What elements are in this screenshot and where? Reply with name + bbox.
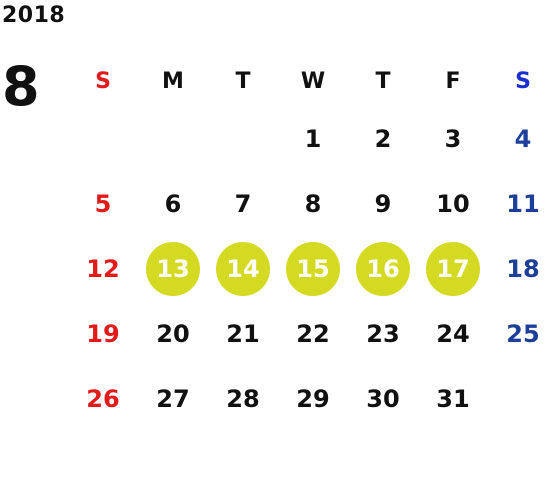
calendar-day-number: 7 [234,189,252,218]
calendar-day[interactable]: 15 [278,236,348,301]
calendar-week-row: 19 20 21 22 23 24 25 [68,301,548,366]
calendar-day-number: 27 [156,384,190,413]
weekday-thursday: T [375,68,391,94]
calendar-day[interactable]: 25 [488,301,548,366]
calendar-day-number: 24 [436,319,470,348]
calendar-day-number: 31 [436,384,470,413]
calendar-empty-cell [138,106,208,171]
calendar-month: 8 [2,55,40,118]
calendar-day[interactable]: 7 [208,171,278,236]
calendar-day[interactable]: 1 [278,106,348,171]
calendar-day[interactable]: 12 [68,236,138,301]
calendar-day[interactable]: 21 [208,301,278,366]
weekday-friday: F [445,68,461,94]
weekday-header-row: S M T W T F S [68,56,548,106]
calendar-day[interactable]: 13 [138,236,208,301]
calendar-week-row: 12 13 14 15 16 17 18 [68,236,548,301]
calendar-day-number: 15 [296,254,330,283]
calendar-week-row: 26 27 28 29 30 31 [68,366,548,431]
calendar-day[interactable]: 4 [488,106,548,171]
calendar-day-number: 5 [94,189,112,218]
calendar-day[interactable]: 2 [348,106,418,171]
calendar-day[interactable]: 28 [208,366,278,431]
calendar-day-number: 18 [506,254,540,283]
calendar-day-number: 29 [296,384,330,413]
calendar-day[interactable]: 17 [418,236,488,301]
calendar-day-number: 10 [436,189,470,218]
calendar-day-number: 2 [374,124,392,153]
calendar-day-number: 6 [164,189,182,218]
calendar-day[interactable]: 14 [208,236,278,301]
weekday-saturday: S [515,68,531,94]
calendar-week-row: 5 6 7 8 9 10 11 [68,171,548,236]
calendar-day-number: 9 [374,189,392,218]
calendar-empty-cell [208,106,278,171]
calendar-day[interactable]: 5 [68,171,138,236]
calendar-day-number: 4 [514,124,532,153]
calendar-day[interactable]: 31 [418,366,488,431]
calendar-day-number: 1 [304,124,322,153]
weekday-tuesday: T [235,68,251,94]
calendar-day[interactable]: 10 [418,171,488,236]
calendar-day-number: 19 [86,319,120,348]
calendar-day-number: 21 [226,319,260,348]
calendar-day-number: 12 [86,254,120,283]
calendar-day-number: 26 [86,384,120,413]
calendar-year: 2018 [2,3,66,28]
calendar-day-number: 16 [366,254,400,283]
calendar-day-number: 20 [156,319,190,348]
calendar-day[interactable]: 19 [68,301,138,366]
calendar-empty-cell [488,366,548,431]
calendar-day-number: 17 [436,254,470,283]
calendar-day-number: 23 [366,319,400,348]
calendar-day[interactable]: 24 [418,301,488,366]
calendar-day[interactable]: 9 [348,171,418,236]
calendar-day-number: 14 [226,254,260,283]
calendar-day-number: 8 [304,189,322,218]
calendar-day[interactable]: 27 [138,366,208,431]
calendar-day[interactable]: 16 [348,236,418,301]
calendar-day-number: 3 [444,124,462,153]
calendar-day-number: 22 [296,319,330,348]
calendar-day-number: 13 [156,254,190,283]
calendar-day[interactable]: 6 [138,171,208,236]
calendar-day[interactable]: 3 [418,106,488,171]
calendar-day-number: 11 [506,189,540,218]
calendar-day-number: 30 [366,384,400,413]
calendar-day[interactable]: 8 [278,171,348,236]
calendar-empty-cell [68,106,138,171]
calendar-week-row: 1 2 3 4 [68,106,548,171]
calendar-day[interactable]: 18 [488,236,548,301]
calendar-day[interactable]: 30 [348,366,418,431]
calendar-day-number: 25 [506,319,540,348]
weekday-wednesday: W [300,68,326,94]
weekday-monday: M [162,68,184,94]
calendar-day-number: 28 [226,384,260,413]
weekday-sunday: S [95,68,111,94]
calendar-day[interactable]: 26 [68,366,138,431]
calendar-day[interactable]: 22 [278,301,348,366]
calendar-day[interactable]: 29 [278,366,348,431]
calendar-day[interactable]: 23 [348,301,418,366]
calendar-day[interactable]: 11 [488,171,548,236]
calendar-day[interactable]: 20 [138,301,208,366]
